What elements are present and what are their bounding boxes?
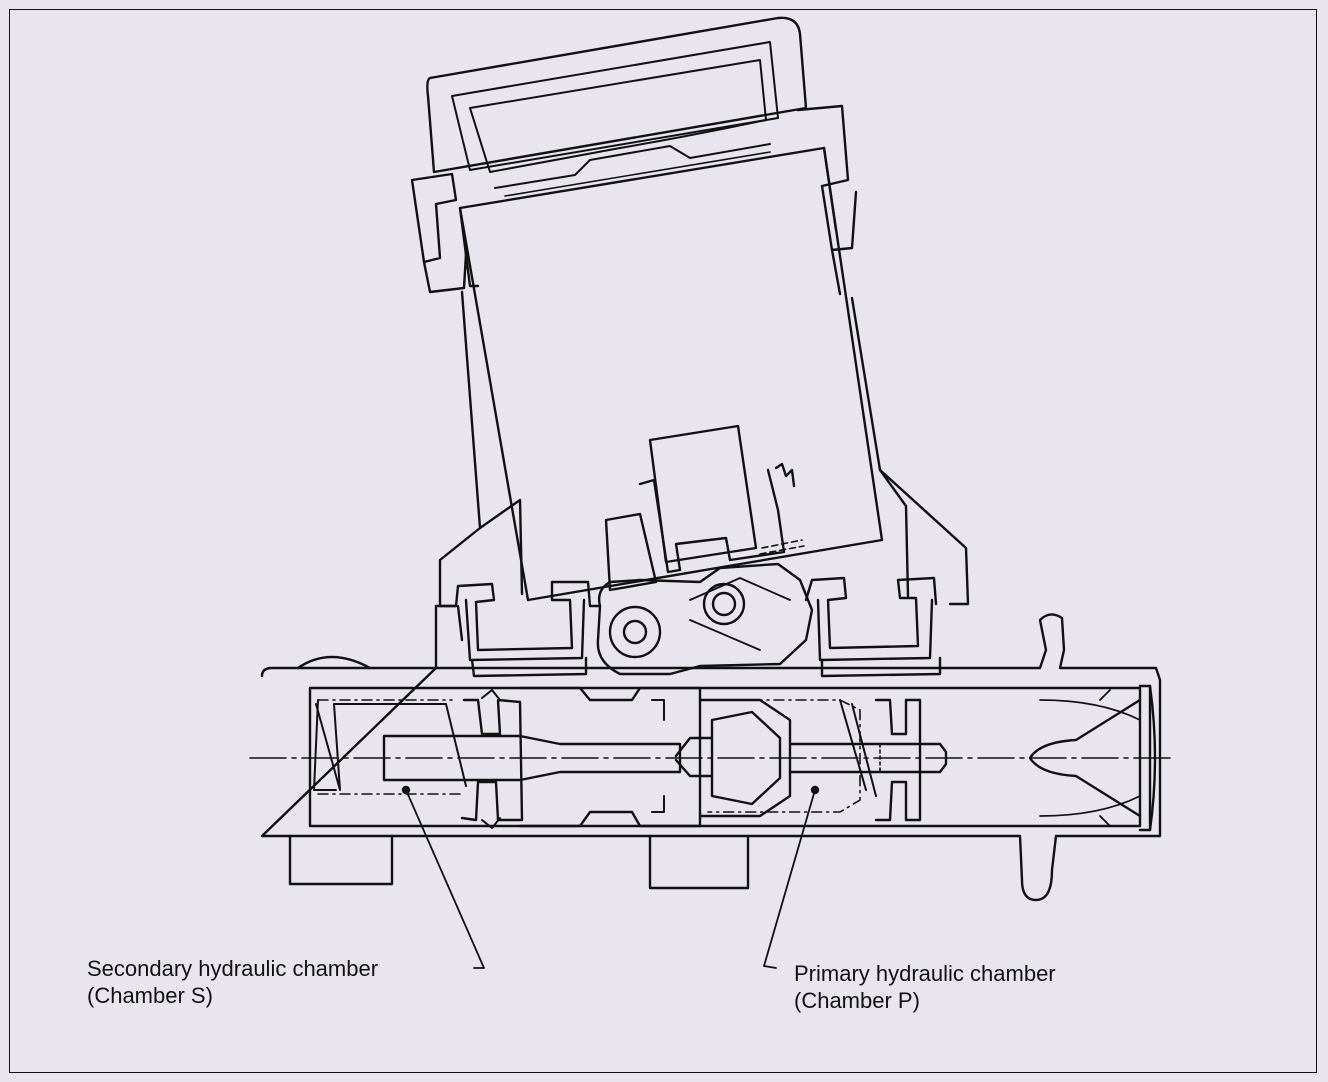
reservoir: [410, 16, 970, 608]
reservoir-body: [458, 146, 884, 602]
cylinder-housing: [260, 604, 1162, 902]
reservoir-cap-window: [469, 59, 767, 173]
label-primary-line1: Primary hydraulic chamber: [794, 961, 1056, 986]
primary-piston: [698, 698, 792, 818]
grommets: [434, 562, 942, 678]
label-secondary-chamber: Secondary hydraulic chamber (Chamber S): [87, 955, 378, 1009]
leader-primary: [763, 789, 816, 969]
cylinder-bore: [308, 686, 1142, 828]
mount-pad-left: [288, 834, 394, 886]
leader-secondary: [405, 789, 485, 969]
label-secondary-line1: Secondary hydraulic chamber: [87, 956, 379, 981]
label-primary-line2: (Chamber P): [794, 988, 920, 1013]
leader-lines: [405, 789, 816, 969]
primary-spring: [707, 699, 861, 813]
reservoir-cap-inner: [451, 41, 779, 171]
mount-pad-center: [648, 834, 750, 890]
push-rod-socket: [1028, 698, 1142, 818]
reservoir-cap: [426, 16, 808, 174]
secondary-piston: [382, 734, 682, 782]
label-secondary-line2: (Chamber S): [87, 983, 213, 1008]
label-primary-chamber: Primary hydraulic chamber (Chamber P): [794, 960, 1056, 1014]
secondary-spring: [315, 703, 467, 791]
level-switch: [604, 424, 805, 592]
pistons-and-springs: [313, 686, 1142, 829]
